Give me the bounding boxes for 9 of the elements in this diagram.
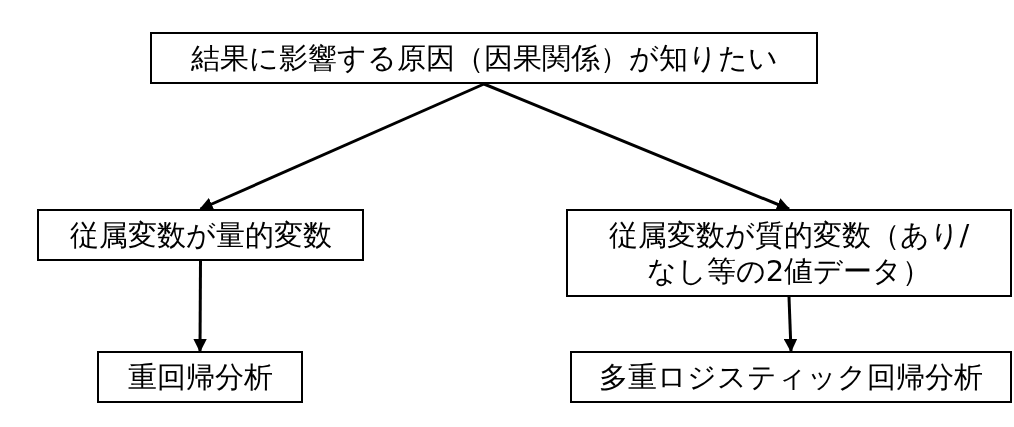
process-box: 多重ロジスティック回帰分析 — [570, 351, 1012, 403]
arrow — [199, 82, 485, 211]
process-box: 従属変数が量的変数 — [37, 209, 364, 261]
arrow — [783, 296, 798, 353]
process-box: 従属変数が質的変数（あり/なし等の2値データ） — [566, 209, 1012, 297]
arrow — [483, 82, 791, 211]
process-box: 結果に影響する原因（因果関係）が知りたい — [150, 32, 818, 84]
arrow — [193, 261, 207, 353]
process-box: 重回帰分析 — [97, 351, 303, 403]
